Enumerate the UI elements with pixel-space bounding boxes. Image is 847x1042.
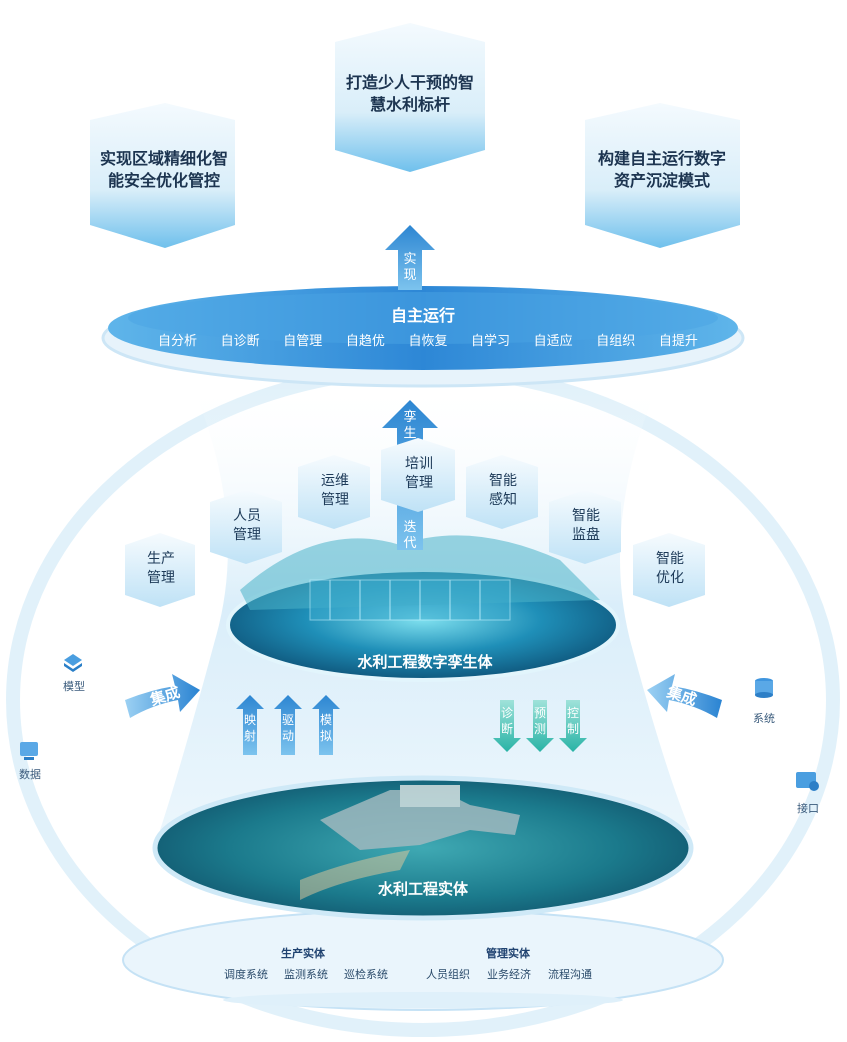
production-item: 巡检系统 bbox=[344, 968, 388, 981]
management-item: 流程沟通 bbox=[548, 968, 592, 981]
goal-digital-asset-mode: 构建自主运行数字资产沉淀模式 bbox=[597, 149, 726, 190]
autonomy-item: 自学习 bbox=[471, 334, 511, 349]
management-item: 人员组织 bbox=[426, 968, 470, 981]
management-entity-title: 管理实体 bbox=[486, 947, 530, 960]
map-label: 映射 bbox=[243, 713, 256, 743]
capability-om: 运维管理 bbox=[321, 473, 349, 508]
autonomy-item: 自管理 bbox=[283, 334, 323, 349]
entity-title: 水利工程实体 bbox=[377, 880, 468, 898]
twin-arrow-label: 孪生 bbox=[403, 410, 417, 441]
capability-optimization: 智能优化 bbox=[656, 551, 684, 586]
twin-title: 水利工程数字孪生体 bbox=[357, 653, 493, 671]
control-label: 控制 bbox=[566, 706, 579, 736]
system-label: 系统 bbox=[753, 712, 775, 725]
capability-sensing: 智能感知 bbox=[489, 473, 517, 508]
capability-personnel: 人员管理 bbox=[233, 508, 261, 543]
autonomy-title: 自主运行 bbox=[390, 306, 455, 325]
drive-label: 驱动 bbox=[281, 713, 294, 743]
autonomy-item: 自提升 bbox=[658, 334, 698, 349]
production-item: 监测系统 bbox=[284, 968, 328, 981]
achieve-arrow-label: 实现 bbox=[403, 252, 417, 283]
goal-smart-water-benchmark: 打造少人干预的智慧水利标杆 bbox=[345, 73, 474, 114]
diagnose-label: 诊断 bbox=[500, 706, 513, 736]
interface-icon bbox=[794, 770, 820, 794]
autonomy-item: 自恢复 bbox=[408, 334, 448, 349]
iterate-label: 迭代 bbox=[403, 520, 417, 551]
production-entity-title: 生产实体 bbox=[281, 947, 325, 960]
predict-label: 预测 bbox=[533, 706, 546, 736]
simulate-label: 模拟 bbox=[319, 713, 332, 743]
autonomy-item: 自诊断 bbox=[220, 334, 260, 349]
autonomy-item: 自趋优 bbox=[345, 334, 385, 349]
capability-production: 生产管理 bbox=[147, 551, 175, 586]
capability-training: 培训管理 bbox=[405, 456, 433, 491]
production-item: 调度系统 bbox=[224, 968, 268, 981]
data-label: 数据 bbox=[19, 768, 41, 781]
goal-regional-control: 实现区域精细化智能安全优化管控 bbox=[99, 149, 228, 190]
management-item: 业务经济 bbox=[487, 968, 531, 981]
capability-monitoring: 智能监盘 bbox=[572, 508, 600, 543]
autonomy-item: 自适应 bbox=[533, 334, 573, 349]
interface-label: 接口 bbox=[797, 802, 819, 815]
model-icon bbox=[62, 652, 84, 674]
autonomy-items: 自分析 自诊断 自管理 自趋优 自恢复 自学习 自适应 自组织 自提升 bbox=[158, 330, 698, 349]
system-icon bbox=[752, 676, 776, 700]
data-icon bbox=[17, 738, 41, 762]
autonomy-item: 自分析 bbox=[158, 334, 198, 349]
model-label: 模型 bbox=[63, 680, 85, 693]
autonomy-item: 自组织 bbox=[596, 334, 636, 349]
